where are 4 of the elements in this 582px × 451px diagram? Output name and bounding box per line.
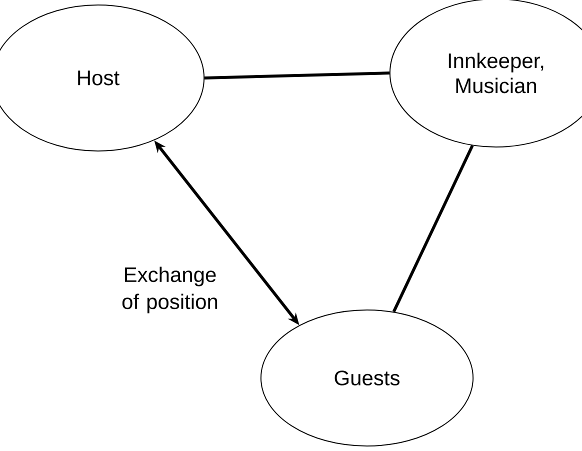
- ellipse-node: Guests: [260, 310, 474, 446]
- edge-label: Exchange of position: [122, 266, 218, 314]
- connector: [392, 145, 474, 312]
- connector: [204, 72, 390, 80]
